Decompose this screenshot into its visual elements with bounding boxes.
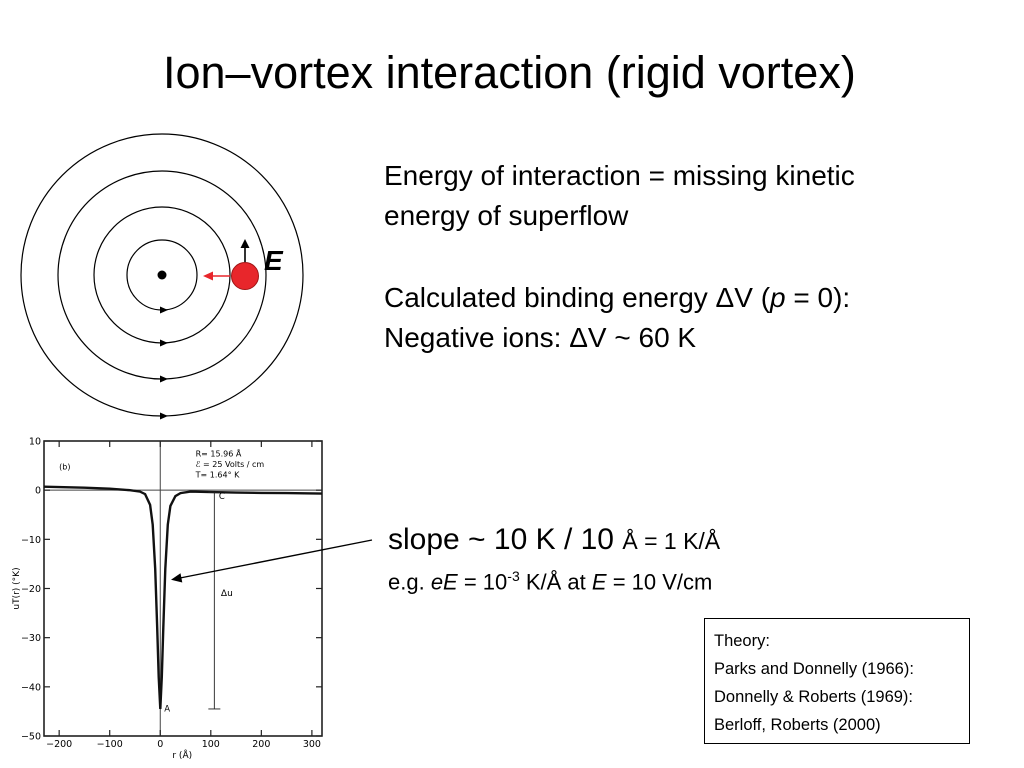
vortex-core-dot xyxy=(157,270,167,280)
flow-arrow-icon xyxy=(160,306,168,314)
y-tick-label: 10 xyxy=(29,437,41,448)
binding-energy-line: Calculated binding energy ΔV (p = 0): xyxy=(384,278,994,318)
x-tick-label: 100 xyxy=(202,739,220,750)
x-tick-label: −200 xyxy=(46,739,72,750)
slope-pointer-line xyxy=(179,539,373,579)
ion-velocity-arrowhead-icon xyxy=(240,239,250,248)
energy-description: Energy of interaction = missing kinetic … xyxy=(384,156,994,358)
parameter-label: ℰ = 25 Volts / cm xyxy=(196,460,265,469)
potential-curve xyxy=(43,485,323,710)
point-a-label: A xyxy=(164,704,170,714)
slope-pointer-arrowhead-icon xyxy=(171,573,183,583)
units-at: K/Å at xyxy=(519,569,592,595)
point-c-label: C xyxy=(219,492,225,502)
slope-main: slope ~ 10 K / 10 xyxy=(388,523,623,556)
plot-frame xyxy=(43,440,323,737)
y-axis-label: uT(r) (°K) xyxy=(12,567,22,609)
ion xyxy=(231,262,259,290)
flow-arrow-icon xyxy=(160,412,168,420)
delta-u-label: Δu xyxy=(221,589,233,599)
eg-prefix: e.g. xyxy=(388,569,431,595)
binding-force-arrowhead-icon xyxy=(203,271,213,281)
x-tick-label: 0 xyxy=(157,739,163,750)
y-tick-label: −20 xyxy=(21,584,41,595)
theory-box: Theory: Parks and Donnelly (1966): Donne… xyxy=(704,618,970,744)
streamline-circle-3 xyxy=(57,170,267,380)
y-tick-label: −10 xyxy=(21,535,41,546)
negative-ions-line: Negative ions: ΔV ~ 60 K xyxy=(384,322,697,353)
y-tick-label: −40 xyxy=(21,682,41,693)
y-tick-label: −50 xyxy=(21,732,41,743)
x-tick-label: 200 xyxy=(252,739,270,750)
flow-arrow-icon xyxy=(160,375,168,383)
field-value: = 10 V/cm xyxy=(606,569,713,595)
exponent: -3 xyxy=(507,568,520,584)
streamline-circle-4 xyxy=(20,133,304,417)
y-tick-label: −30 xyxy=(21,633,41,644)
ee-variable: eE xyxy=(430,569,458,595)
x-axis-label: r (Å) xyxy=(172,749,192,761)
theory-ref-2: Donnelly & Roberts (1969): xyxy=(714,688,914,706)
theory-heading: Theory: xyxy=(714,632,770,650)
slope-note: slope ~ 10 K / 10 Å = 1 K/Å e.g. eE = 10… xyxy=(388,520,720,597)
slide-title: Ion–vortex interaction (rigid vortex) xyxy=(163,47,856,98)
slope-small: Å = 1 K/Å xyxy=(622,528,721,554)
y-tick-label: 0 xyxy=(35,486,41,497)
parameter-label: R= 15.96 Å xyxy=(196,448,242,459)
energy-line-1: Energy of interaction = missing kinetic xyxy=(384,160,855,191)
binding-energy-suffix: = 0): xyxy=(785,282,851,313)
binding-energy-prefix: Calculated binding energy ΔV ( xyxy=(384,282,771,313)
flow-arrow-icon xyxy=(160,339,168,347)
e-variable: E xyxy=(591,569,607,595)
parameter-label: T= 1.64° K xyxy=(195,470,240,479)
eq-mid: = 10 xyxy=(457,569,508,595)
field-label-e: E xyxy=(264,245,284,276)
streamline-circle-1 xyxy=(126,239,198,311)
x-tick-label: −100 xyxy=(97,739,123,750)
energy-line-2: energy of superflow xyxy=(384,200,629,231)
binding-energy-variable: p xyxy=(770,282,786,313)
panel-label: (b) xyxy=(59,463,70,472)
streamline-circle-2 xyxy=(93,206,231,344)
x-tick-label: 300 xyxy=(303,739,321,750)
theory-ref-3: Berloff, Roberts (2000) xyxy=(714,716,881,734)
slope-line-2: e.g. eE = 10-3 K/Å at E = 10 V/cm xyxy=(388,561,720,597)
theory-ref-1: Parks and Donnelly (1966): xyxy=(714,660,914,678)
slope-line-1: slope ~ 10 K / 10 Å = 1 K/Å xyxy=(388,520,720,561)
